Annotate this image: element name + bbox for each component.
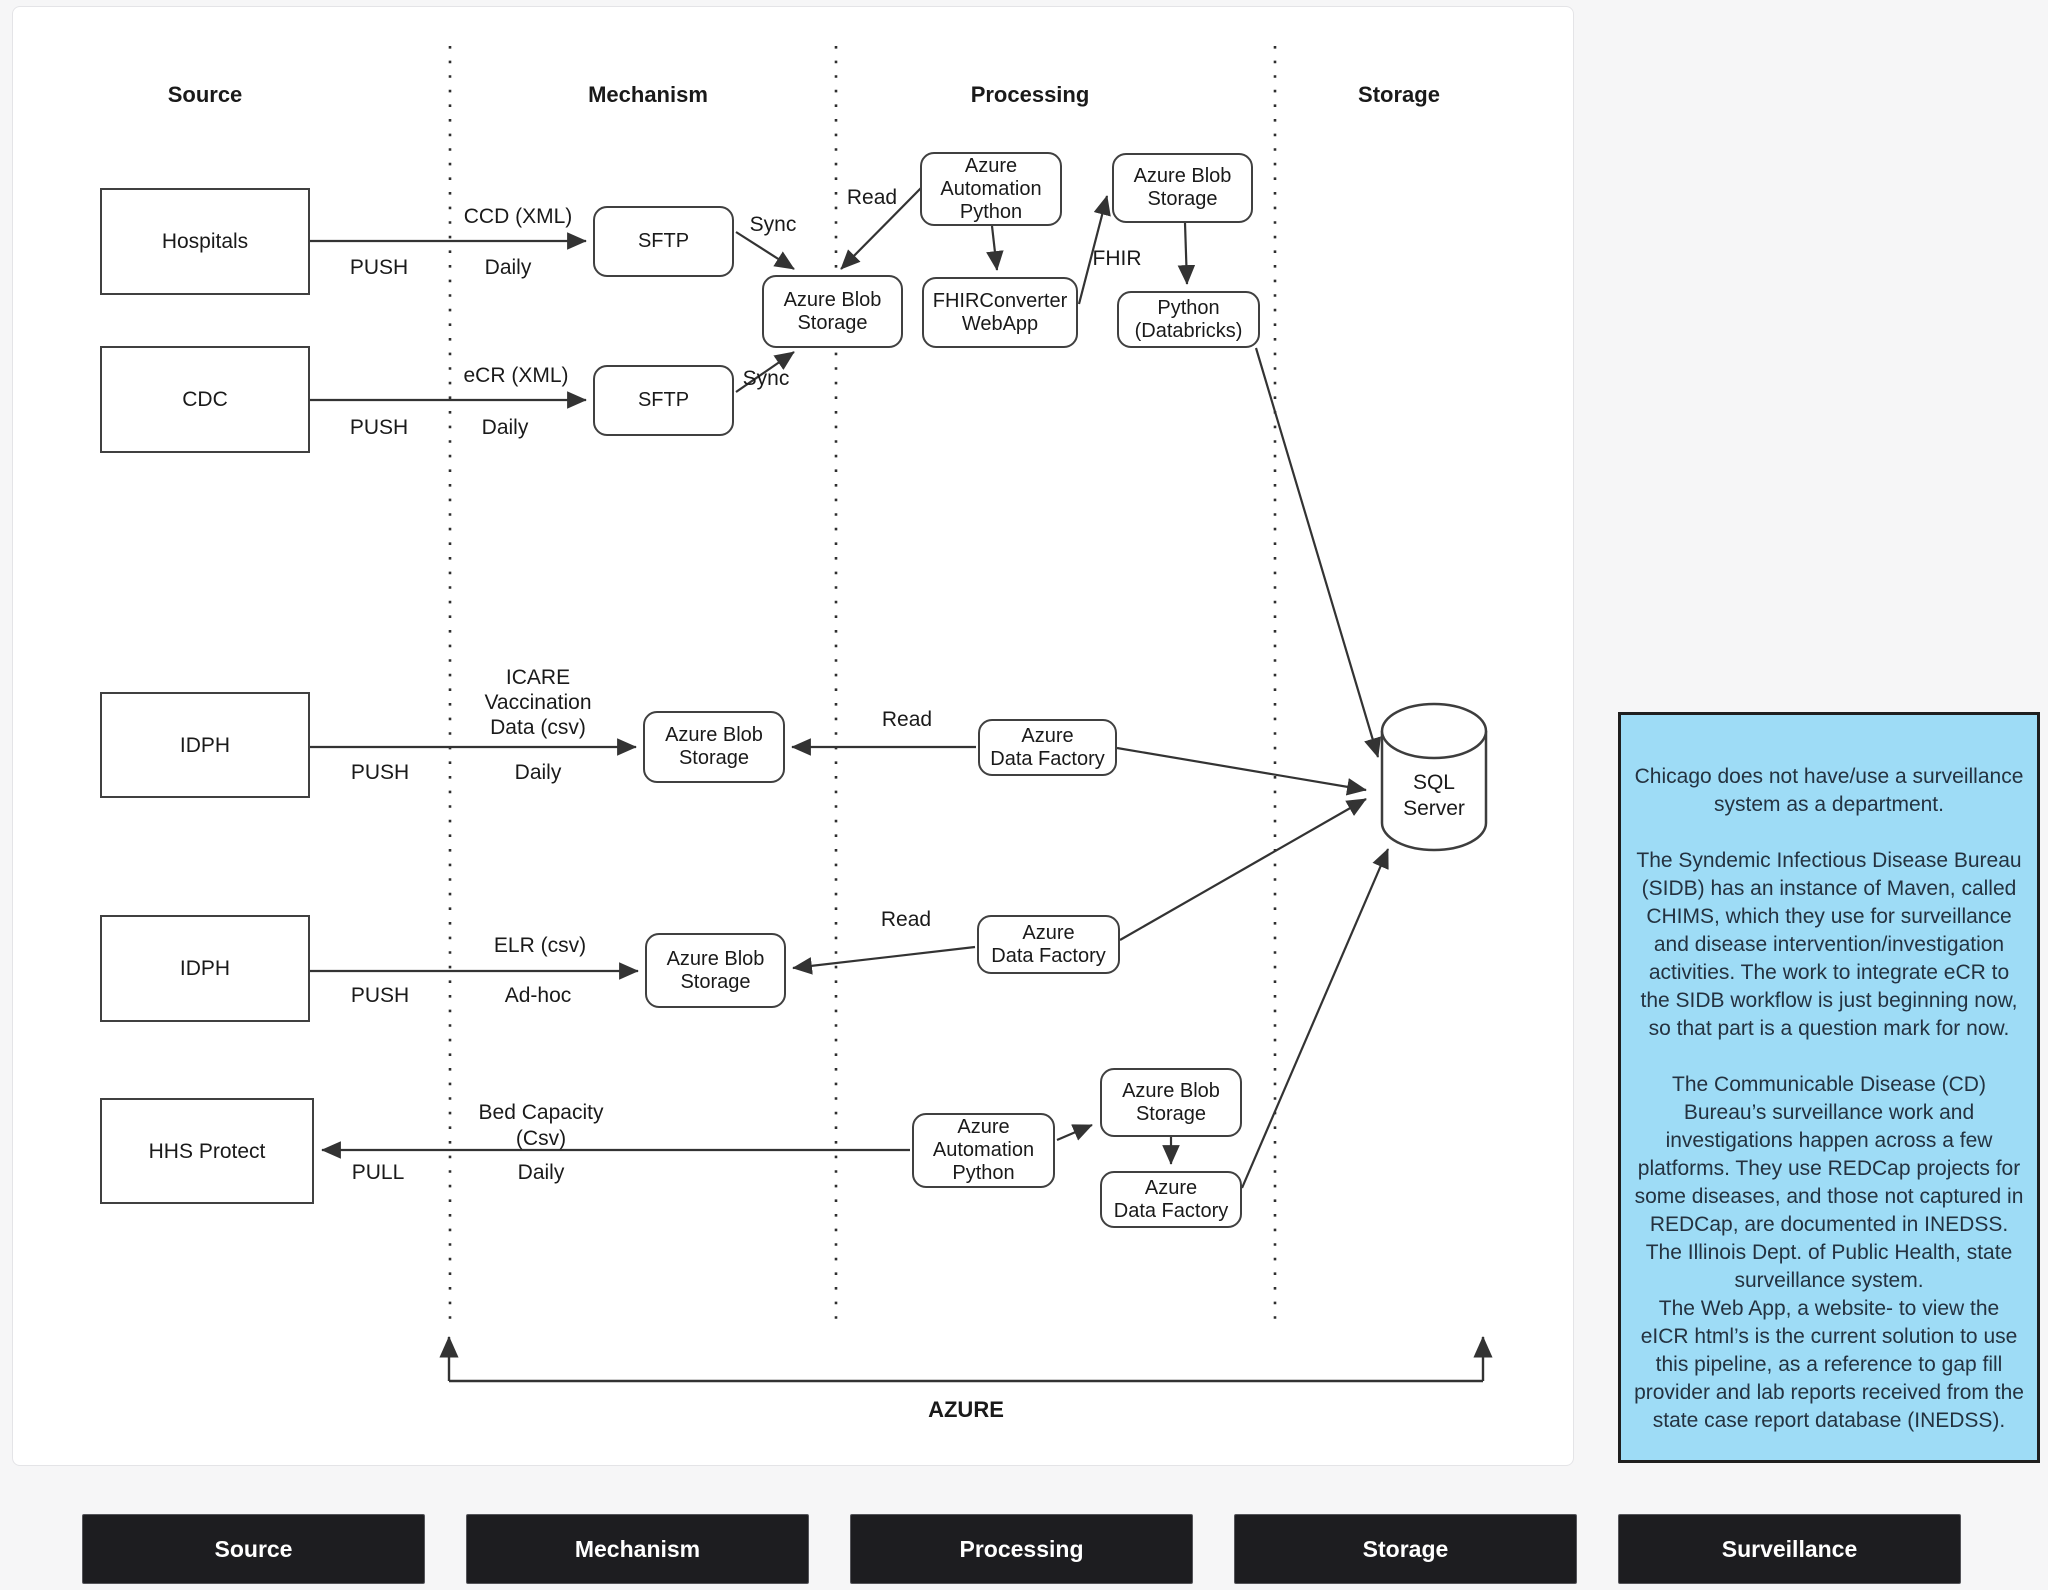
cdc-box: CDC — [100, 346, 310, 453]
fhirconverter-webapp-box: FHIRConverter WebApp — [922, 277, 1078, 348]
sql-server-label: SQL Server — [1403, 771, 1465, 820]
footer-button-surveillance[interactable]: Surveillance — [1618, 1514, 1961, 1584]
azure-blob-storage-box-5: Azure Blob Storage — [1100, 1068, 1242, 1137]
idph-icare-box: IDPH — [100, 692, 310, 798]
edge-label-daily-1: Daily — [484, 255, 532, 279]
edge-label-adhoc: Ad-hoc — [504, 983, 572, 1007]
edge-label-sync-1: Sync — [749, 212, 797, 236]
azure-data-factory-box-2: Azure Data Factory — [977, 915, 1120, 974]
edge-label-push-4: PUSH — [350, 983, 410, 1007]
sftp-box-1: SFTP — [593, 206, 734, 277]
footer-button-source[interactable]: Source — [82, 1514, 425, 1584]
note-paragraph-3: The Communicable Disease (CD) Bureau’s s… — [1634, 1073, 2024, 1292]
edge-label-push-1: PUSH — [349, 255, 409, 279]
edge-label-bed-capacity: Bed Capacity (Csv) — [478, 1101, 604, 1150]
edge-label-read-1: Read — [846, 185, 898, 209]
azure-blob-storage-box-1: Azure Blob Storage — [762, 275, 903, 348]
azure-blob-storage-box-4: Azure Blob Storage — [645, 933, 786, 1008]
azure-bracket-label: AZURE — [928, 1396, 1004, 1422]
note-paragraph-1: Chicago does not have/use a surveillance… — [1634, 765, 2024, 816]
note-paragraph-4: The Web App, a website- to view the eICR… — [1634, 1297, 2024, 1432]
sftp-box-2: SFTP — [593, 365, 734, 436]
footer-button-storage[interactable]: Storage — [1234, 1514, 1577, 1584]
edge-label-daily-2: Daily — [481, 415, 529, 439]
edge-label-push-2: PUSH — [349, 415, 409, 439]
edge-label-read-2: Read — [881, 707, 933, 731]
azure-data-factory-box-3: Azure Data Factory — [1100, 1171, 1242, 1228]
column-header-storage: Storage — [1358, 81, 1440, 107]
column-header-mechanism: Mechanism — [588, 81, 708, 107]
edge-label-ecr-xml: eCR (XML) — [463, 363, 569, 387]
azure-blob-storage-box-3: Azure Blob Storage — [643, 711, 785, 783]
note-paragraph-2: The Syndemic Infectious Disease Bureau (… — [1636, 849, 2022, 1040]
hospitals-box: Hospitals — [100, 188, 310, 295]
azure-automation-python-box-1: Azure Automation Python — [920, 152, 1062, 226]
edge-label-sync-2: Sync — [742, 366, 790, 390]
edge-label-elr-csv: ELR (csv) — [493, 933, 587, 957]
azure-automation-python-box-2: Azure Automation Python — [912, 1113, 1055, 1188]
azure-blob-storage-box-2: Azure Blob Storage — [1112, 153, 1253, 223]
column-header-processing: Processing — [970, 81, 1090, 107]
footer-button-processing[interactable]: Processing — [850, 1514, 1193, 1584]
idph-elr-box: IDPH — [100, 915, 310, 1022]
edge-label-pull: PULL — [351, 1160, 405, 1184]
edge-label-fhir: FHIR — [1092, 246, 1142, 270]
column-header-source: Source — [167, 81, 243, 107]
footer-button-mechanism[interactable]: Mechanism — [466, 1514, 809, 1584]
edge-label-read-3: Read — [880, 907, 932, 931]
edge-label-push-3: PUSH — [350, 760, 410, 784]
python-databricks-box: Python (Databricks) — [1117, 291, 1260, 348]
edge-label-daily-4: Daily — [517, 1160, 565, 1184]
edge-label-ccd-xml: CCD (XML) — [463, 204, 573, 228]
edge-label-icare: ICARE Vaccination Data (csv) — [484, 665, 592, 739]
azure-data-factory-box-1: Azure Data Factory — [978, 719, 1117, 776]
edge-label-daily-3: Daily — [514, 760, 562, 784]
hhs-protect-box: HHS Protect — [100, 1098, 314, 1204]
surveillance-note: Chicago does not have/use a surveillance… — [1618, 712, 2040, 1463]
